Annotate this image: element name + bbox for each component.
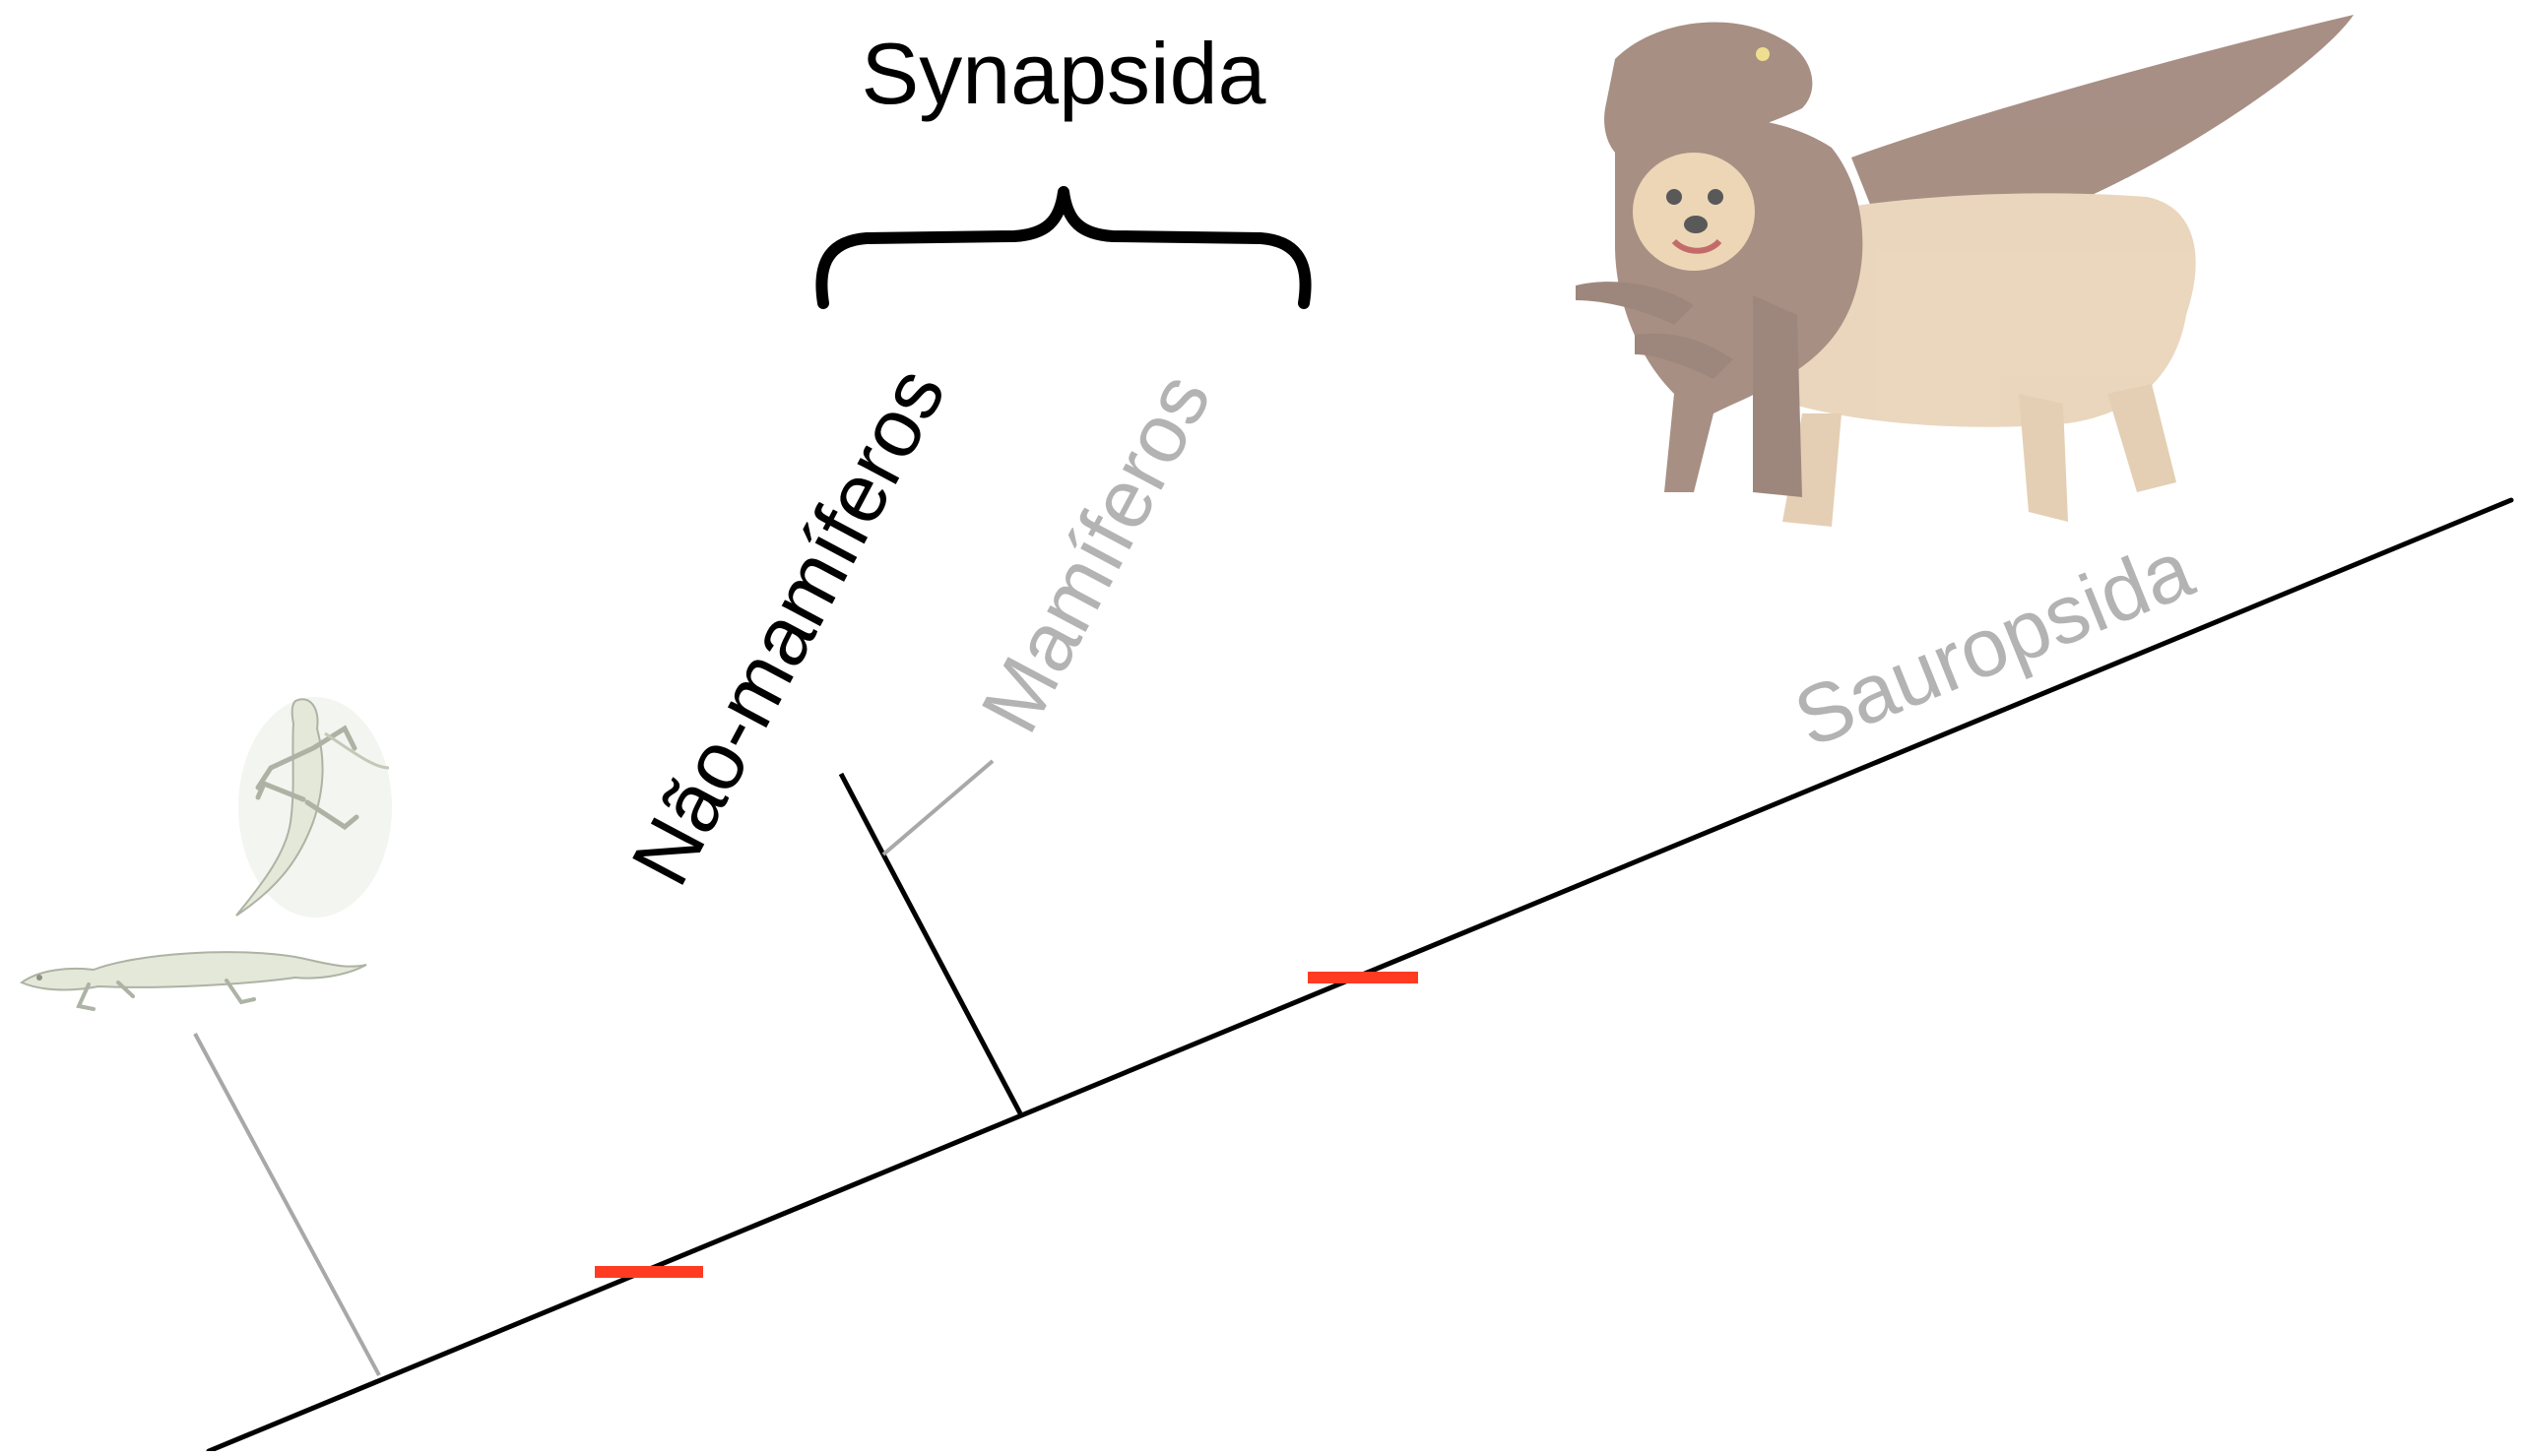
lizard-top-view-icon [235, 697, 392, 918]
lizard-side-view-icon [20, 951, 367, 1011]
non-mammal-branch-line [838, 772, 886, 856]
mammal-branch-line [881, 759, 995, 856]
synapsida-title: Synapsida [862, 25, 1266, 122]
mammals-label: Mamíferos [963, 358, 1228, 746]
outgroup-branch-line [193, 1033, 381, 1376]
non-mammals-label: Não-mamíferos [614, 352, 963, 899]
synapsida-brace [815, 186, 1312, 309]
dog-in-dinosaur-costume-icon [1576, 15, 2354, 527]
synapsida-stem-line [880, 853, 1023, 1115]
sauropsida-label: Sauropsida [1782, 522, 2205, 764]
